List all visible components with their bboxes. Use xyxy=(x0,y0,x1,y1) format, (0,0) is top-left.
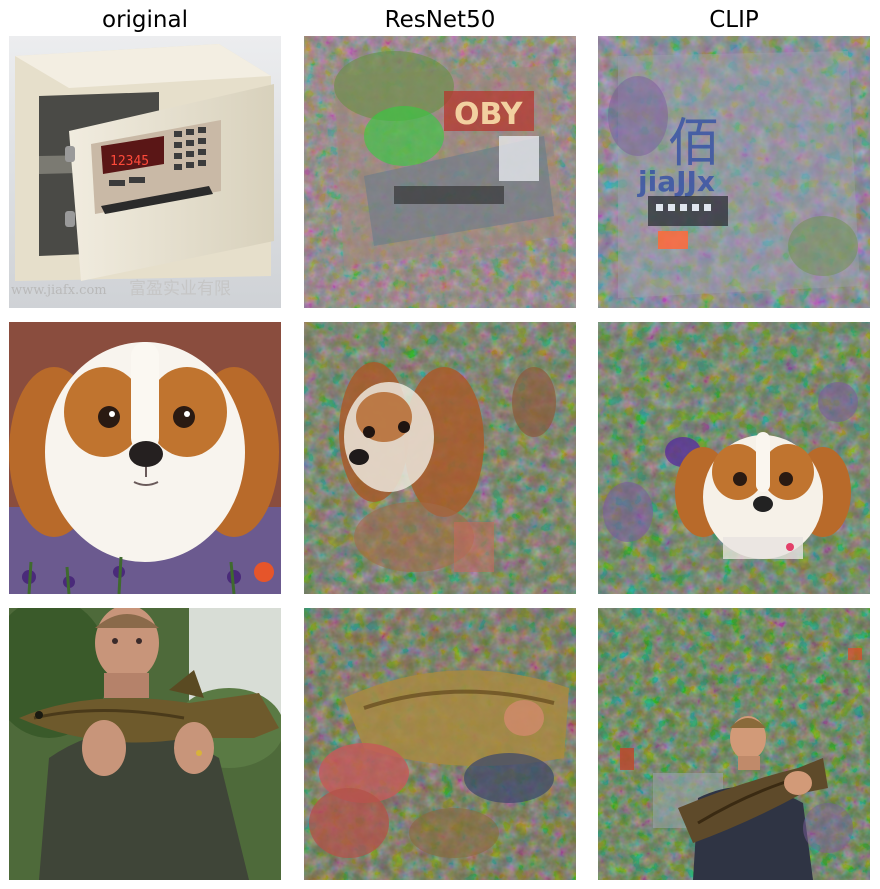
image-resnet50-safe: OBY xyxy=(304,36,576,308)
image-clip-safe: 佰 jiaJJx xyxy=(598,36,870,308)
image-original-fisherman xyxy=(9,608,281,880)
image-original-safe: 12345 www.jiafx.com 富盈实业有限 xyxy=(9,36,281,308)
clip-safe-overlay-cn: 佰 xyxy=(668,114,720,174)
watermark-url-text: www.jiafx.com xyxy=(11,283,107,298)
image-resnet50-fisherman xyxy=(304,608,576,880)
resnet-safe-overlay-text: OBY xyxy=(454,97,524,132)
watermark-cn-text: 富盈实业有限 xyxy=(129,279,231,299)
column-title-resnet50: ResNet50 xyxy=(384,7,496,33)
image-original-puppy xyxy=(9,322,281,594)
image-resnet50-puppy xyxy=(304,322,576,594)
keypad-display-text: 12345 xyxy=(110,154,149,169)
column-title-clip: CLIP xyxy=(709,7,759,33)
image-clip-puppy xyxy=(598,322,870,594)
column-title-original: original xyxy=(102,7,188,33)
clip-safe-overlay-latin: jiaJJx xyxy=(637,165,715,198)
image-clip-fisherman xyxy=(598,608,870,880)
